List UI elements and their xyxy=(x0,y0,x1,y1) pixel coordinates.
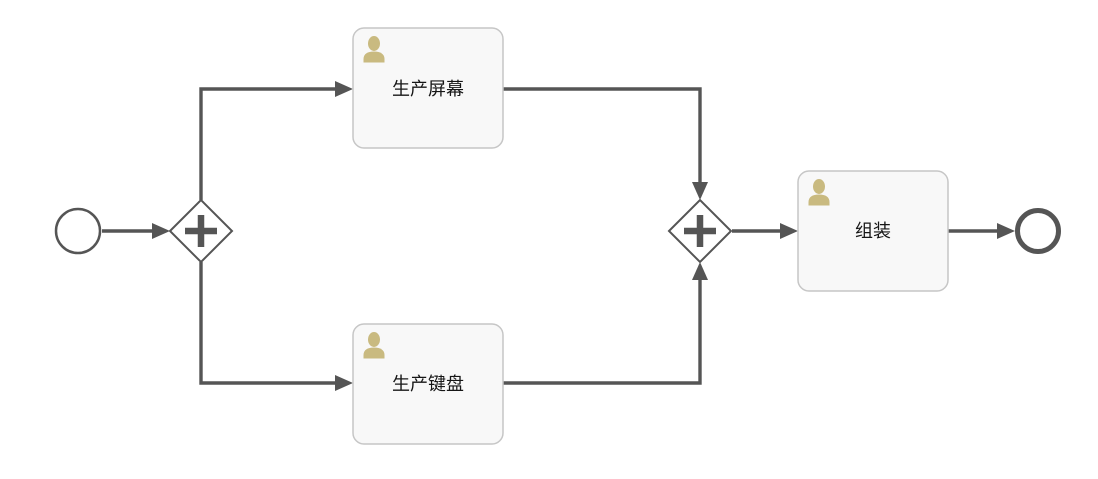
start-event-circle xyxy=(54,207,102,255)
start-event[interactable] xyxy=(54,207,102,255)
flow-produce-screen-to-join-gateway[interactable] xyxy=(503,87,708,200)
user-icon xyxy=(363,36,385,63)
arrowhead xyxy=(692,182,708,200)
flow-start-to-split-gateway[interactable] xyxy=(102,223,170,239)
task-produce-screen[interactable]: 生产屏幕 xyxy=(352,27,504,149)
arrowhead xyxy=(780,223,798,239)
task-box xyxy=(352,323,504,445)
task-label: 生产键盘 xyxy=(392,374,464,394)
arrowhead xyxy=(152,223,170,239)
task-produce-keyboard[interactable]: 生产键盘 xyxy=(352,323,504,445)
user-icon xyxy=(808,179,830,206)
task-assemble[interactable]: 组装 xyxy=(797,170,949,292)
parallel-gateway-split[interactable] xyxy=(168,198,234,264)
parallel-gateway-join[interactable] xyxy=(667,198,733,264)
flow-line xyxy=(503,279,702,385)
flow-assemble-to-end[interactable] xyxy=(948,223,1015,239)
task-label: 组装 xyxy=(855,221,891,241)
flow-line xyxy=(199,262,336,385)
arrowhead xyxy=(997,223,1015,239)
flow-produce-keyboard-to-join-gateway[interactable] xyxy=(503,262,708,385)
flow-split-gateway-to-produce-screen[interactable] xyxy=(199,81,353,200)
end-event[interactable] xyxy=(1015,208,1061,254)
flow-split-gateway-to-produce-keyboard[interactable] xyxy=(199,262,353,391)
arrowhead xyxy=(335,81,353,97)
task-box xyxy=(352,27,504,149)
arrowhead xyxy=(335,375,353,391)
plus-icon xyxy=(185,215,217,247)
arrowhead xyxy=(692,262,708,280)
flow-line xyxy=(199,87,336,200)
end-event-circle xyxy=(1015,208,1061,254)
flow-join-gateway-to-assemble[interactable] xyxy=(732,223,798,239)
plus-icon xyxy=(684,215,716,247)
flow-line xyxy=(503,87,702,183)
user-icon xyxy=(363,332,385,359)
task-box xyxy=(797,170,949,292)
task-label: 生产屏幕 xyxy=(392,79,464,99)
